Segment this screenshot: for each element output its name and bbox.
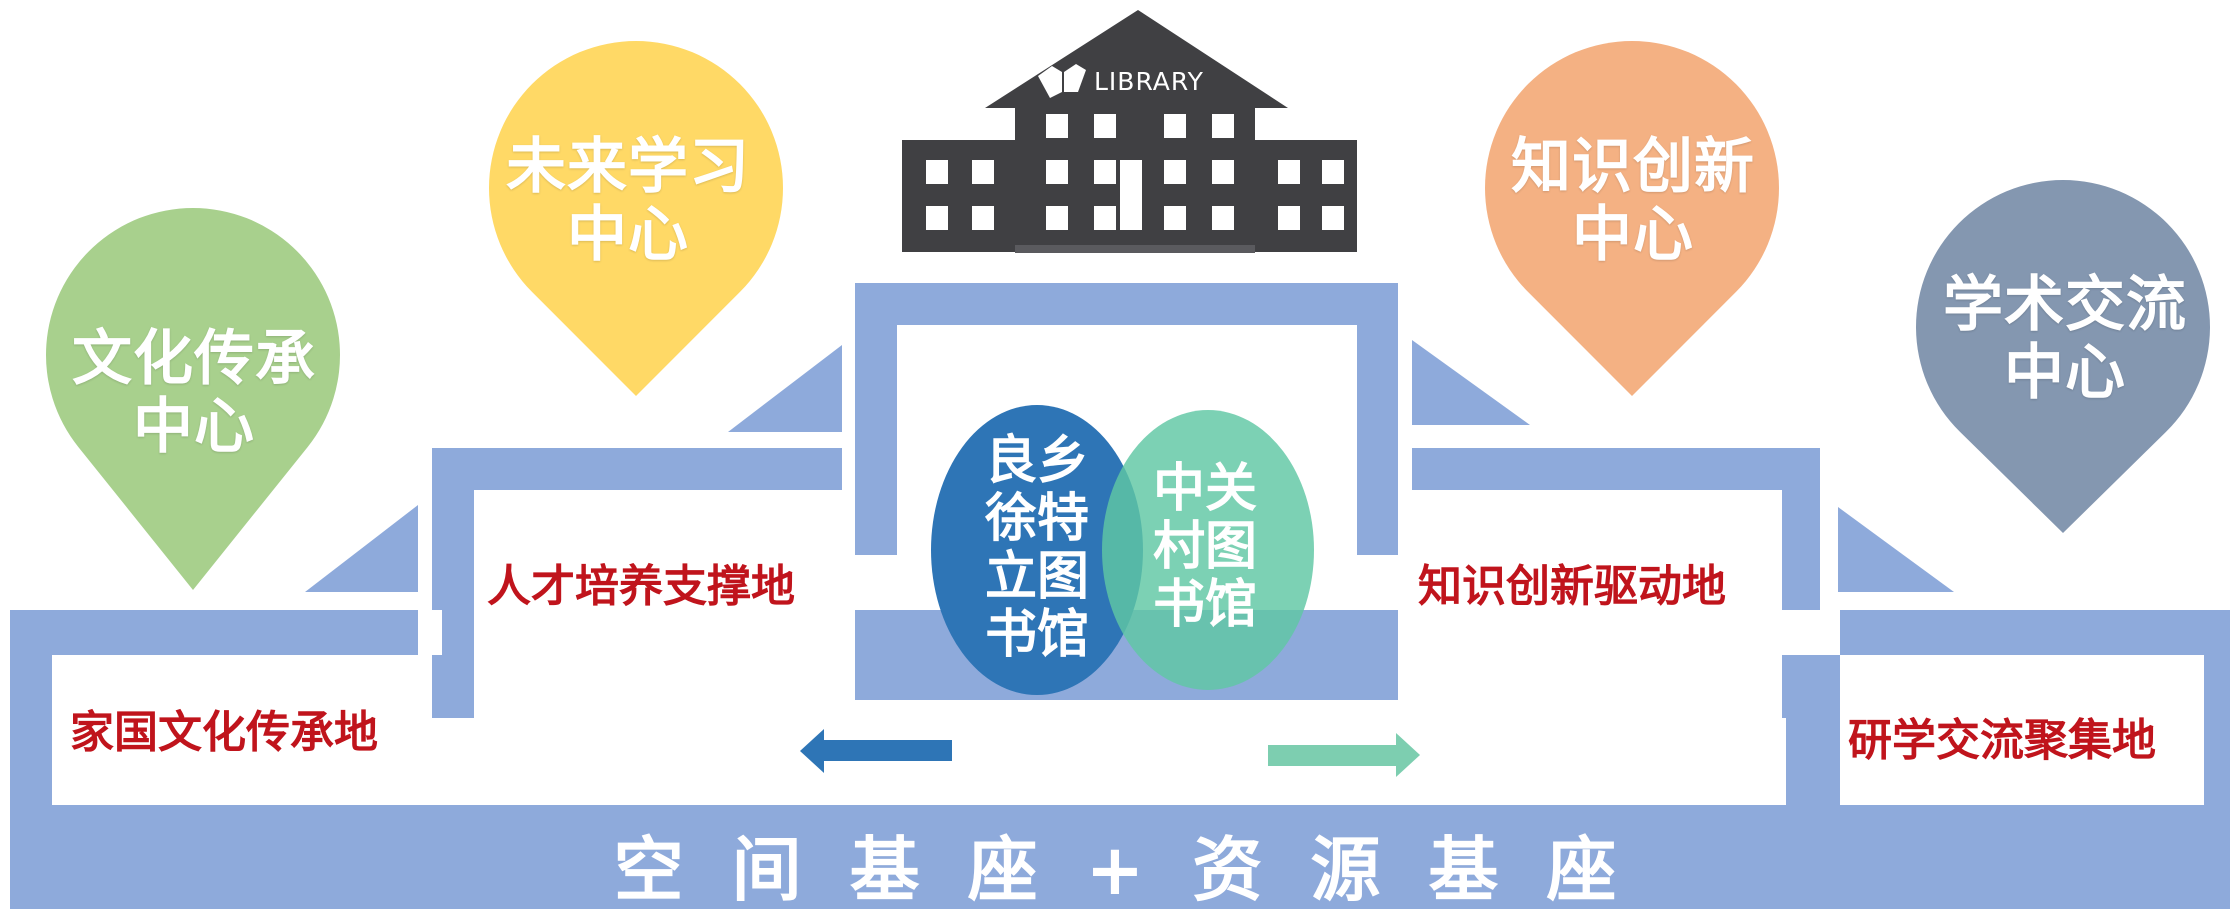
pin-culture-line2: 中心 <box>133 392 255 462</box>
library-window <box>1120 160 1142 230</box>
book-icon <box>1038 64 1086 98</box>
ramp-left-lower <box>305 505 418 592</box>
arrow-left <box>800 729 952 773</box>
zhongguancun-library-label: 中关 村图 书馆 <box>1135 460 1275 634</box>
base-left-notch <box>418 610 442 655</box>
pin-exchange-line1: 学术交流 <box>1943 270 2187 340</box>
base-inner-right <box>1840 655 2204 805</box>
pin-exchange-marker <box>1916 179 2210 533</box>
library-window <box>1094 160 1116 184</box>
step-top-gap-right <box>1398 490 1412 730</box>
pin-culture-label: 文化传承 中心 <box>44 325 344 461</box>
base-label-talent: 人才培养支撑地 <box>487 561 795 612</box>
foundation-title-text: 空间基座+资源基座 <box>613 829 1665 911</box>
liangxiang-line3: 立图 <box>984 547 1089 607</box>
base-label-culture: 家国文化传承地 <box>70 707 378 758</box>
pin-culture-marker <box>45 207 340 590</box>
liangxiang-line2: 徐特 <box>984 489 1089 549</box>
library-window <box>926 206 948 230</box>
zhongguancun-library-circle <box>1102 410 1314 690</box>
step-top-gap-left <box>842 490 855 730</box>
library-window <box>1164 114 1186 138</box>
zhongguancun-line3: 书馆 <box>1152 575 1257 635</box>
library-window <box>1046 206 1068 230</box>
library-window <box>972 206 994 230</box>
library-window <box>972 160 994 184</box>
pin-culture-line1: 文化传承 <box>72 324 316 394</box>
library-window <box>1322 206 1344 230</box>
liangxiang-line4: 书馆 <box>984 605 1089 665</box>
pin-exchange-line2: 中心 <box>2004 338 2126 408</box>
library-sign: LIBRARY <box>1094 67 1204 96</box>
ramp-right-lower <box>1838 507 1954 592</box>
pin-exchange-label: 学术交流 中心 <box>1915 271 2215 407</box>
base-inner-left <box>52 655 442 805</box>
library-window <box>926 160 948 184</box>
pin-innovation-line1: 知识创新 <box>1511 132 1755 202</box>
library-window <box>1212 114 1234 138</box>
liangxiang-line1: 良乡 <box>984 431 1089 491</box>
liangxiang-library-circle <box>931 405 1143 695</box>
zhongguancun-line2: 村图 <box>1152 517 1257 577</box>
ramp-left-upper <box>728 345 842 432</box>
step-left-2-inner <box>474 490 854 730</box>
pin-learning-label: 未来学习 中心 <box>478 133 778 269</box>
library-window <box>1212 160 1234 184</box>
pin-learning-marker <box>488 41 783 397</box>
foundation-title: 空间基座+资源基座 <box>0 820 2230 911</box>
library-window <box>1278 160 1300 184</box>
base-right-notch <box>1782 610 1840 655</box>
library-window <box>1212 206 1234 230</box>
base-label-research: 研学交流聚集地 <box>1848 715 2156 766</box>
library-window <box>1322 160 1344 184</box>
library-window <box>1094 206 1116 230</box>
library-window <box>1094 114 1116 138</box>
library-step <box>1015 245 1255 253</box>
zhongguancun-line1: 中关 <box>1152 459 1257 519</box>
library-window <box>1278 206 1300 230</box>
library-window <box>1164 206 1186 230</box>
library-window <box>1046 114 1068 138</box>
base-label-innovation: 知识创新驱动地 <box>1418 561 1726 612</box>
arrow-right <box>1268 733 1420 777</box>
liangxiang-library-label: 良乡 徐特 立图 书馆 <box>967 432 1107 664</box>
step-right-2-inner <box>1412 490 1782 730</box>
pin-innovation-line2: 中心 <box>1572 200 1694 270</box>
library-window <box>1164 160 1186 184</box>
library-windows <box>926 114 1344 230</box>
ramp-right-upper <box>1412 340 1530 425</box>
pin-innovation-marker <box>1485 41 1779 397</box>
pin-learning-line2: 中心 <box>567 200 689 270</box>
library-window <box>1046 160 1068 184</box>
pin-innovation-label: 知识创新 中心 <box>1483 133 1783 269</box>
pin-learning-line1: 未来学习 <box>506 132 750 202</box>
